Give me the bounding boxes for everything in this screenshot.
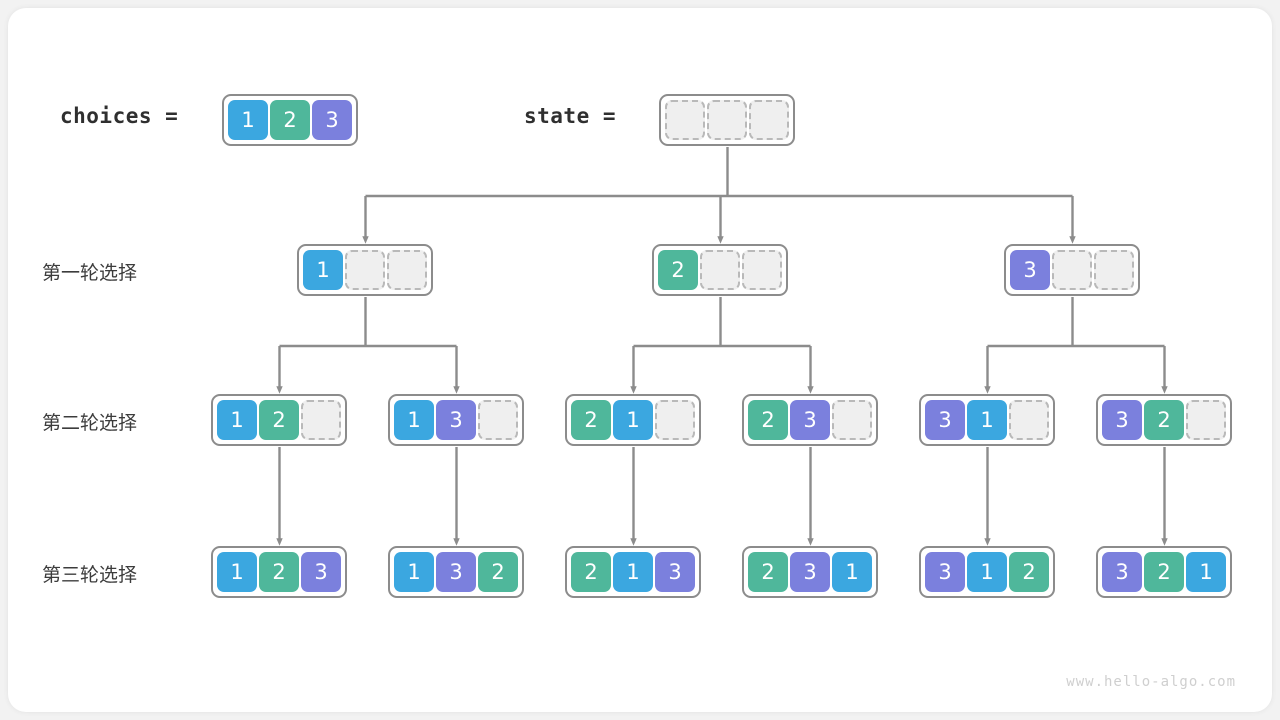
tree-node-l1-0-cell-2: [387, 250, 427, 290]
tree-node-l1-0-cell-0: 1: [303, 250, 343, 290]
watermark: www.hello-algo.com: [1066, 674, 1236, 690]
tree-node-l2-3-cell-2: [832, 400, 872, 440]
tree-node-l3-0-cell-0: 1: [217, 552, 257, 592]
tree-node-l1-2: 3: [1004, 244, 1140, 296]
tree-node-l1-2-cell-0: 3: [1010, 250, 1050, 290]
row-label-round-1: 第一轮选择: [42, 262, 138, 284]
tree-node-l2-1-cell-2: [478, 400, 518, 440]
choices-node-cell-1: 2: [270, 100, 310, 140]
tree-node-l2-4-cell-2: [1009, 400, 1049, 440]
tree-node-l3-3-cell-2: 1: [832, 552, 872, 592]
tree-node-l2-0-cell-0: 1: [217, 400, 257, 440]
row-label-round-2: 第二轮选择: [42, 412, 138, 434]
tree-node-l3-4-cell-2: 2: [1009, 552, 1049, 592]
tree-node-l3-1-cell-0: 1: [394, 552, 434, 592]
tree-node-l1-1-cell-1: [700, 250, 740, 290]
tree-node-l1-0-cell-1: [345, 250, 385, 290]
tree-node-l3-0-cell-2: 3: [301, 552, 341, 592]
choices-label: choices =: [60, 104, 179, 128]
tree-node-l3-2-cell-2: 3: [655, 552, 695, 592]
row-label-round-3: 第三轮选择: [42, 564, 138, 586]
tree-node-l3-3-cell-1: 3: [790, 552, 830, 592]
choices-node-cell-0: 1: [228, 100, 268, 140]
tree-node-l2-1-cell-1: 3: [436, 400, 476, 440]
tree-connectors: [276, 147, 1168, 546]
tree-node-l3-4-cell-0: 3: [925, 552, 965, 592]
tree-node-l3-2-cell-0: 2: [571, 552, 611, 592]
tree-node-l3-1-cell-1: 3: [436, 552, 476, 592]
tree-node-l3-5-cell-1: 2: [1144, 552, 1184, 592]
tree-node-l2-4-cell-1: 1: [967, 400, 1007, 440]
state-node-cell-0: [665, 100, 705, 140]
state-node: [659, 94, 795, 146]
tree-node-l3-2-cell-1: 1: [613, 552, 653, 592]
tree-node-l2-2-cell-2: [655, 400, 695, 440]
tree-node-l3-0-cell-1: 2: [259, 552, 299, 592]
tree-node-l2-3-cell-0: 2: [748, 400, 788, 440]
tree-node-l1-2-cell-1: [1052, 250, 1092, 290]
tree-node-l2-0-cell-1: 2: [259, 400, 299, 440]
tree-node-l2-2-cell-0: 2: [571, 400, 611, 440]
choices-node-cell-2: 3: [312, 100, 352, 140]
tree-node-l2-5-cell-2: [1186, 400, 1226, 440]
tree-node-l1-0: 1: [297, 244, 433, 296]
tree-node-l2-2-cell-1: 1: [613, 400, 653, 440]
tree-node-l3-5-cell-0: 3: [1102, 552, 1142, 592]
tree-node-l3-5-cell-2: 1: [1186, 552, 1226, 592]
tree-node-l2-3-cell-1: 3: [790, 400, 830, 440]
tree-node-l2-1-cell-0: 1: [394, 400, 434, 440]
tree-node-l2-5-cell-0: 3: [1102, 400, 1142, 440]
tree-node-l1-1-cell-2: [742, 250, 782, 290]
tree-node-l2-0-cell-2: [301, 400, 341, 440]
tree-node-l1-2-cell-2: [1094, 250, 1134, 290]
tree-node-l1-1-cell-0: 2: [658, 250, 698, 290]
tree-node-l3-1-cell-2: 2: [478, 552, 518, 592]
tree-node-l2-4-cell-0: 3: [925, 400, 965, 440]
state-node-cell-1: [707, 100, 747, 140]
state-node-cell-2: [749, 100, 789, 140]
tree-node-l3-3-cell-0: 2: [748, 552, 788, 592]
tree-node-l2-5-cell-1: 2: [1144, 400, 1184, 440]
tree-node-l1-1: 2: [652, 244, 788, 296]
tree-node-l3-4-cell-1: 1: [967, 552, 1007, 592]
state-label: state =: [524, 104, 617, 128]
